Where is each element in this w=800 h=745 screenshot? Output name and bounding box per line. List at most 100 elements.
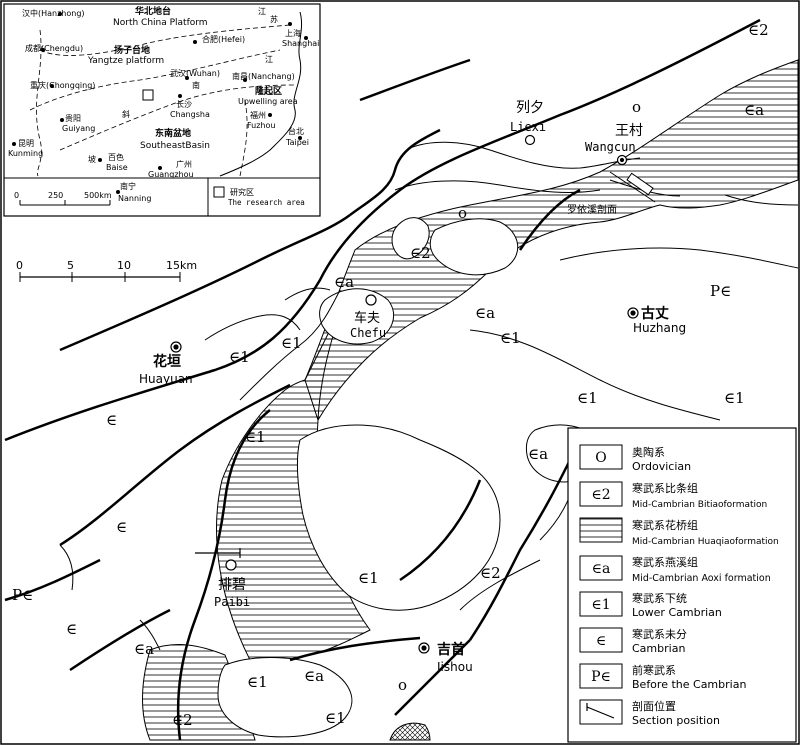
inset-label-shanghai-cn: 上海 — [285, 28, 301, 38]
inset-scale-tick-0: 0 — [14, 191, 19, 200]
strata-label-e1: ∈1 — [724, 389, 745, 407]
strata-label-o: o — [398, 676, 407, 694]
inset-label-guangzhou-cn: 广州 — [176, 159, 192, 169]
strata-label-e1: ∈1 — [500, 329, 521, 347]
inset-label-su: 苏 — [270, 14, 278, 24]
strata-label-ea: ∈a — [134, 640, 154, 658]
legend-symbol-aoxi: ∈a — [592, 561, 611, 577]
inset-label-north-china-cn: 华北地台 — [135, 5, 171, 17]
legend-cn-lower-cambrian: 寒武系下统 — [632, 591, 687, 605]
inset-legend-research-en: The research area — [228, 198, 305, 207]
strata-label-e1: ∈1 — [245, 428, 266, 446]
inset-label-chongqing: 重庆(Chongqing) — [30, 80, 95, 90]
strata-label-ea: ∈a — [744, 101, 764, 119]
inset-label-changsha-cn: 长沙 — [176, 99, 192, 109]
inset-label-jiang: 江 — [258, 7, 266, 16]
inset-label-fuzhou-cn: 福州 — [250, 111, 266, 120]
inset-label-wuhan: 武汉(Wuhan) — [170, 68, 220, 78]
inset-legend-research-cn: 研究区 — [230, 187, 254, 197]
legend-en-ordovician: Ordovician — [632, 460, 691, 473]
scale-tick-10: 10 — [117, 259, 131, 272]
place-liexi-en: Liexi — [510, 120, 546, 134]
legend-symbol-cambrian: ∈ — [596, 633, 606, 649]
strata-label-e1: ∈1 — [229, 348, 250, 366]
strata-label-e2: ∈2 — [480, 564, 501, 582]
legend-en-precambrian: Before the Cambrian — [632, 678, 746, 691]
section-label-luoyixi: 罗依溪剖面 — [567, 203, 617, 216]
inset-label-po: 坡 — [88, 154, 96, 164]
legend-symbol-lower-cambrian: ∈1 — [591, 597, 610, 613]
place-wangcun-en: Wangcun — [585, 140, 636, 154]
inset-label-north-china-en: North China Platform — [113, 18, 208, 28]
inset-label-nanning-en: Nanning — [118, 194, 151, 203]
scale-tick-15km: 15km — [166, 259, 197, 272]
legend-symbol-bitiao: ∈2 — [591, 487, 610, 503]
strata-label-pe: P∈ — [12, 586, 33, 604]
strata-label-e2: ∈2 — [410, 244, 431, 262]
inset-label-guiyang-en: Guiyang — [62, 124, 95, 133]
strata-label-pe: P∈ — [710, 282, 731, 300]
place-wangcun-cn: 王村 — [615, 123, 643, 139]
legend-en-bitiao: Mid-Cambrian Bitiaoformation — [632, 500, 767, 510]
legend-en-lower-cambrian: Lower Cambrian — [632, 606, 722, 619]
faults — [4, 18, 761, 741]
inset-label-southeast-cn: 东南盆地 — [155, 127, 191, 139]
inset-label-yangtze-cn: 扬子台地 — [114, 44, 150, 56]
legend-en-section: Section position — [632, 714, 720, 727]
scale-tick-5: 5 — [67, 259, 74, 272]
inset-research-area-box — [142, 89, 154, 101]
inset-label-nan: 南 — [192, 80, 200, 90]
legend-en-huaqiao: Mid-Cambrian Huaqiaoformation — [632, 537, 779, 547]
crosshatch-area — [389, 722, 431, 741]
inset-label-fuzhou-en: Fuzhou — [247, 121, 275, 130]
place-huayuan-cn: 花垣 — [153, 353, 181, 370]
legend-cn-precambrian: 前寒武系 — [632, 663, 676, 677]
strata-label-e1: ∈1 — [358, 569, 379, 587]
inset-label-baise-cn: 百色 — [108, 152, 124, 162]
strata-label-e1: ∈1 — [325, 709, 346, 727]
inset-label-nanchang: 南昌(Nanchang) — [232, 71, 295, 81]
strata-label-ea: ∈a — [475, 304, 495, 322]
legend-symbol-ordovician: O — [595, 450, 606, 466]
inset-scale-tick-500: 500km — [84, 191, 112, 200]
legend-en-aoxi: Mid-Cambrian Aoxi formation — [632, 573, 771, 584]
legend-cn-aoxi: 寒武系燕溪组 — [632, 555, 698, 569]
place-jishou-cn: 吉首 — [437, 641, 465, 658]
inset-map — [3, 3, 321, 217]
strata-label-e2: ∈2 — [172, 711, 193, 729]
place-guzhang-en: Huzhang — [633, 321, 686, 335]
inset-label-chengdu: 成都(Chengdu) — [25, 43, 83, 53]
inset-label-kunming-en: Kunming — [8, 149, 43, 158]
inset-scale-tick-250: 250 — [48, 191, 63, 200]
inset-label-taipei-cn: 台北 — [288, 126, 304, 136]
strata-label-e: ∈ — [66, 620, 77, 638]
place-guzhang-cn: 古丈 — [641, 305, 669, 322]
section-marker-luoyixi — [609, 171, 656, 203]
strata-label-e1: ∈1 — [247, 673, 268, 691]
legend-cn-bitiao: 寒武系比条组 — [632, 481, 698, 495]
strata-label-o: o — [458, 204, 467, 222]
inset-label-xie: 斜 — [122, 109, 130, 119]
place-markers — [170, 134, 639, 654]
legend: O ∈2 ∈a ∈1 ∈ P∈ 奥陶系 Ordovician 寒武系比条组 Mi… — [567, 427, 797, 743]
inset-label-hanzhong: 汉中(Hanzhong) — [22, 8, 85, 18]
inset-label-baise-en: Baise — [106, 163, 128, 172]
strata-label-e: ∈ — [116, 518, 127, 536]
inset-label-kunming-cn: 昆明 — [18, 139, 34, 148]
inset-label-southeast-en: SoutheastBasin — [140, 141, 210, 151]
legend-cn-section: 剖面位置 — [632, 699, 676, 713]
inset-label-hefei: 合肥(Hefei) — [202, 34, 245, 44]
strata-label-ea: ∈a — [528, 445, 548, 463]
strata-label-ea: ∈a — [334, 273, 354, 291]
scale-tick-0: 0 — [16, 259, 23, 272]
legend-cn-ordovician: 奥陶系 — [632, 445, 665, 459]
inset-label-taipei-en: Taipei — [285, 138, 309, 147]
scale-bar: 0 5 10 15km — [16, 259, 197, 282]
strata-label-e1: ∈1 — [577, 389, 598, 407]
strata-label-e2: ∈2 — [748, 21, 769, 39]
place-huayuan-en: Huayuan — [139, 372, 193, 386]
inset-label-shanghai-en: Shanghai — [282, 39, 319, 48]
place-chefu-en: Chefu — [350, 326, 386, 340]
legend-en-cambrian: Cambrian — [632, 642, 685, 655]
